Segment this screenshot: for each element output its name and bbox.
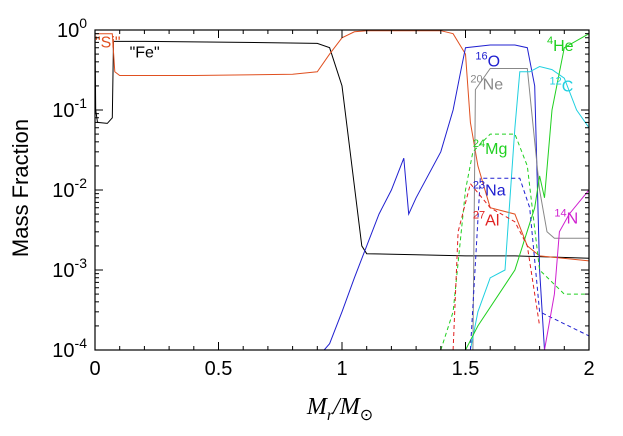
x-tick-label-2: 1 [336,358,347,380]
y-tick-label-3: 10-3 [52,255,87,282]
series-label-5: 12C [550,76,574,96]
series-line-5 [464,33,589,350]
plot-frame [94,29,590,351]
y-tick-label-4: 10-4 [52,335,87,362]
series-line-3 [472,68,589,350]
y-tick-label-1: 10-1 [52,95,87,122]
series-line-8 [452,182,541,350]
series-line-0 [95,31,589,259]
series-layer [95,30,589,350]
y-axis-title: Mass Fraction [8,119,33,257]
y-tick-label-2: 10-2 [52,175,87,202]
series-label-9: 14N [554,208,578,228]
series-line-4 [469,65,589,350]
series-line-2 [323,44,545,350]
series-line-9 [544,189,589,350]
series-label-7: 23Na [473,180,506,200]
x-tick-label-1: 0.5 [205,358,233,380]
series-label-4: 20Ne [470,74,503,94]
x-tick-label-0: 0 [89,358,100,380]
series-label-8: 27Al [473,210,499,230]
series-label-2: 16O [475,51,500,71]
series-label-3: 4He [547,35,574,55]
x-axis-title: Mr/M⊙ [306,394,373,424]
series-line-1 [95,30,589,262]
series-label-layer: "Si" "Fe" 16O 4He 20Ne 12C 24Mg 23Na 27Al 14N [95,35,578,230]
x-tick-label-4: 2 [583,358,594,380]
series-line-7 [469,177,589,350]
series-line-6 [440,133,589,350]
x-tick-label-3: 1.5 [452,358,480,380]
series-label-1: "Fe" [130,45,160,62]
series-label-0: "Si" [95,35,121,52]
y-tick-label-0: 100 [57,15,87,42]
series-label-6: 24Mg [473,138,507,158]
axis-layer: 0 0.5 1 1.5 2 100 10-1 10-2 10-3 10-4 [52,15,594,380]
